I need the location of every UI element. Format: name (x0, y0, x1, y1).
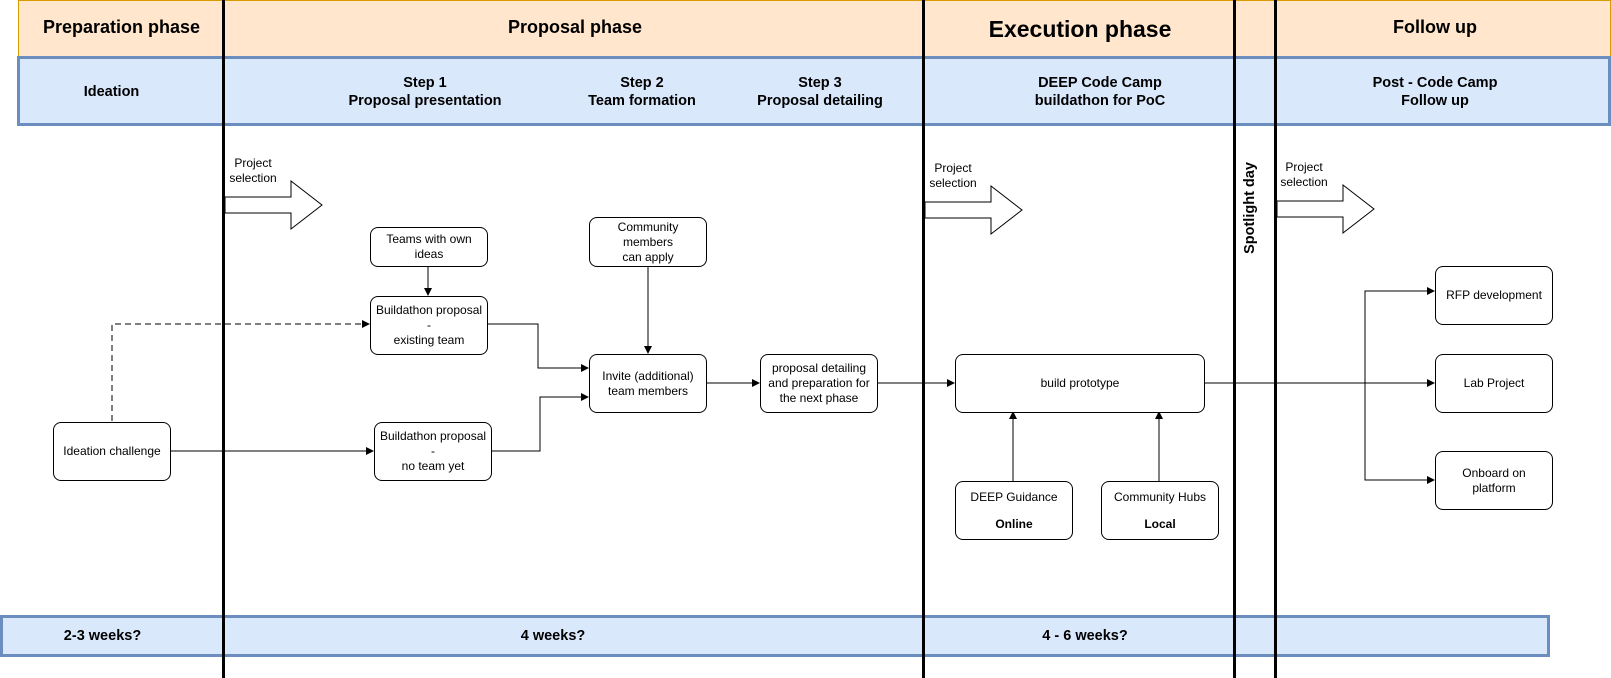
node-sub-label: Local (1144, 516, 1176, 531)
edge-existing-team-to-invite (487, 323, 589, 372)
phase-preparation: Preparation phase (42, 16, 201, 37)
separator-execution-spotlight (1233, 0, 1236, 678)
step-2-title: Step 2 (620, 75, 664, 91)
node-proposal-existing-team: Buildathon proposal - existing team (370, 296, 488, 355)
node-sub-label: Online (995, 516, 1033, 531)
phase-header-band (18, 0, 1611, 57)
note-line1: Project (934, 161, 972, 175)
node-line2: team members (607, 383, 689, 398)
step-2-label: Step 2 Team formation (572, 59, 712, 125)
step-3-title: Step 3 (798, 75, 842, 91)
separator-proposal-execution (922, 0, 925, 678)
project-selection-note-execution: Project selection (922, 161, 984, 191)
node-line2: no team yet (401, 459, 465, 473)
selection-arrow-execution (924, 184, 1023, 236)
edge-ideation-to-existing-team (111, 320, 370, 421)
node-label: Teams with own ideas (386, 232, 472, 261)
separator-preparation-proposal (222, 0, 225, 678)
node-proposal-no-team: Buildathon proposal - no team yet (374, 422, 492, 481)
node-deep-guidance: DEEP Guidance Online (955, 481, 1073, 540)
separator-spotlight-followup (1274, 0, 1277, 678)
phase-proposal: Proposal phase (507, 16, 643, 37)
code-camp-line1: DEEP Code Camp (1038, 75, 1162, 91)
node-line1: Buildathon proposal - (375, 303, 483, 332)
node-line3: the next phase (779, 391, 859, 405)
step-post-camp-label: Post - Code Camp Follow up (1340, 59, 1530, 125)
phase-follow-up: Follow up (1393, 16, 1477, 37)
step-header-band (17, 56, 1611, 126)
edge-build-to-rfp (1364, 287, 1435, 383)
node-proposal-detailing: proposal detailing and preparation for t… (760, 354, 878, 413)
node-onboard-platform: Onboard on platform (1435, 451, 1553, 510)
node-community-members-apply: Community members can apply (589, 217, 707, 267)
step-1-title: Step 1 (403, 75, 447, 91)
note-line2: selection (929, 176, 977, 190)
node-lab-project: Lab Project (1435, 354, 1553, 413)
step-code-camp-label: DEEP Code Camp buildathon for PoC (980, 59, 1220, 125)
step-ideation: Ideation (83, 84, 140, 100)
code-camp-line2: buildathon for PoC (1034, 93, 1166, 109)
node-community-hubs: Community Hubs Local (1101, 481, 1219, 540)
step-2-name: Team formation (588, 93, 696, 109)
node-rfp-development: RFP development (1435, 266, 1553, 325)
note-line1: Project (234, 156, 272, 170)
node-line1: Community members (617, 219, 679, 249)
edge-no-team-to-invite (491, 393, 589, 452)
step-1-label: Step 1 Proposal presentation (325, 59, 525, 125)
node-ideation-challenge: Ideation challenge (53, 422, 171, 481)
duration-proposal: 4 weeks? (520, 628, 586, 644)
project-selection-note-proposal: Project selection (223, 156, 283, 186)
node-line2: can apply (622, 249, 674, 264)
project-selection-note-followup: Project selection (1275, 160, 1333, 190)
note-line2: selection (229, 171, 277, 185)
post-camp-line1: Post - Code Camp (1372, 75, 1498, 91)
duration-execution: 4 - 6 weeks? (1042, 628, 1128, 644)
duration-band (0, 615, 1550, 657)
node-line1: Invite (additional) (602, 368, 694, 383)
node-build-prototype: build prototype (955, 354, 1205, 413)
phase-execution: Execution phase (988, 15, 1172, 42)
node-label: RFP development (1446, 288, 1542, 302)
node-label: build prototype (1040, 376, 1120, 390)
node-label: Community Hubs (1113, 489, 1207, 504)
node-label: Lab Project (1463, 376, 1525, 390)
node-teams-own-ideas: Teams with own ideas (370, 227, 488, 267)
node-invite-team-members: Invite (additional) team members (589, 354, 707, 413)
node-line2: and preparation for (768, 376, 870, 390)
note-line2: selection (1280, 175, 1328, 189)
node-label: DEEP Guidance (970, 489, 1058, 504)
selection-arrow-followup (1276, 183, 1375, 235)
node-label: Onboard on platform (1462, 465, 1526, 495)
node-line2: existing team (393, 333, 465, 347)
node-line1: proposal detailing (771, 361, 867, 375)
edge-build-to-onboard (1364, 383, 1435, 484)
node-line1: Buildathon proposal - (379, 429, 487, 458)
duration-preparation: 2-3 weeks? (63, 628, 142, 644)
post-camp-line2: Follow up (1401, 93, 1469, 109)
step-1-name: Proposal presentation (348, 93, 502, 109)
step-3-label: Step 3 Proposal detailing (745, 59, 895, 125)
step-3-name: Proposal detailing (757, 93, 883, 109)
node-label: Ideation challenge (63, 444, 161, 458)
selection-arrow-proposal (224, 179, 323, 231)
note-line1: Project (1285, 160, 1323, 174)
